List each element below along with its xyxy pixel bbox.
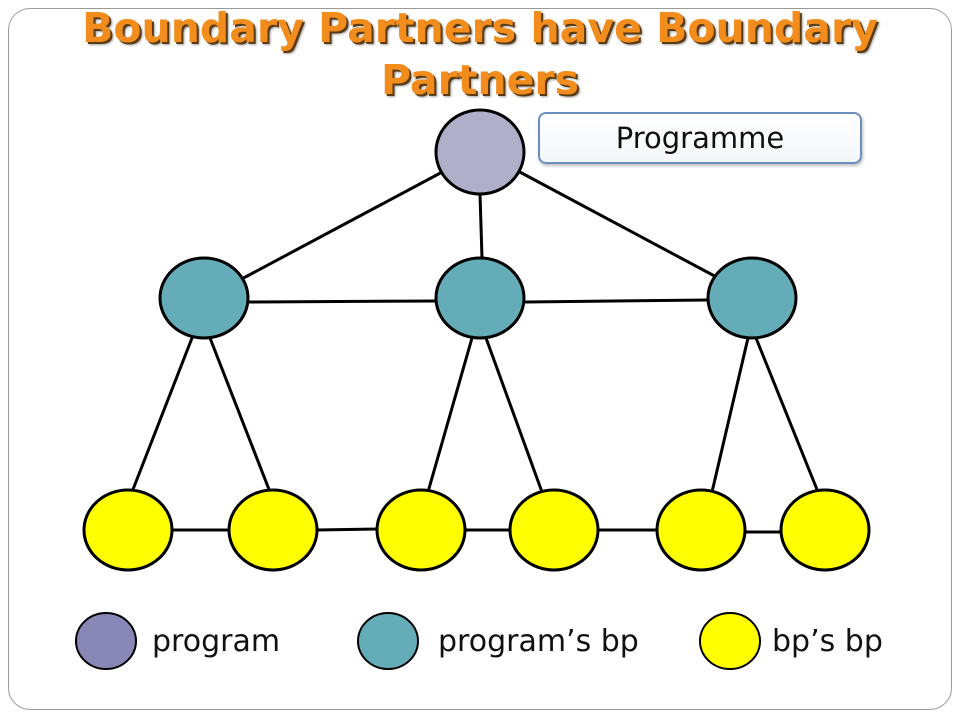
legend-label-bps-bp: bp’s bp [772,624,883,659]
legend-swatch-program [75,612,137,670]
edge-bp-left-leaf-2 [208,336,272,494]
programme-callout: Programme [538,112,862,164]
edge-leaf-2-3 [314,527,380,532]
bps-bp-node-3 [375,488,467,572]
bps-bp-node-4 [508,488,600,572]
programs-bp-node-right [706,256,798,340]
bps-bp-node-6 [779,488,871,572]
bps-bp-node-5 [655,488,747,572]
legend-label-program: program [152,624,281,659]
edge-bp-center-right [524,298,710,304]
legend-label-programs-bp: program’s bp [438,624,639,659]
programs-bp-nodes [158,256,798,340]
edge-program-bp-center [478,192,484,260]
slide-title: Boundary Partners have Boundary Partners [82,4,878,104]
edges [130,168,820,534]
edge-bp-right-leaf-6 [754,336,820,494]
programs-bp-node-left [158,256,250,340]
bps-bp-node-2 [227,488,319,572]
edge-bp-left-center [246,299,440,304]
bps-bp-node-1 [82,488,174,572]
edge-program-bp-left [234,168,448,284]
slide-frame [8,8,952,710]
bps-bp-nodes [82,488,871,572]
edge-bp-center-leaf-3 [426,336,474,494]
programme-callout-label: Programme [615,121,785,155]
program-node [434,108,526,196]
edge-program-bp-right [514,168,724,282]
edge-bp-right-leaf-5 [710,336,750,494]
programs-bp-node-center [434,256,526,340]
legend-swatches [75,612,761,670]
edge-bp-left-leaf-1 [130,336,194,494]
legend-swatch-bps-bp [699,612,761,670]
legend-swatch-programs-bp [357,612,419,670]
edge-bp-center-leaf-4 [484,336,544,494]
